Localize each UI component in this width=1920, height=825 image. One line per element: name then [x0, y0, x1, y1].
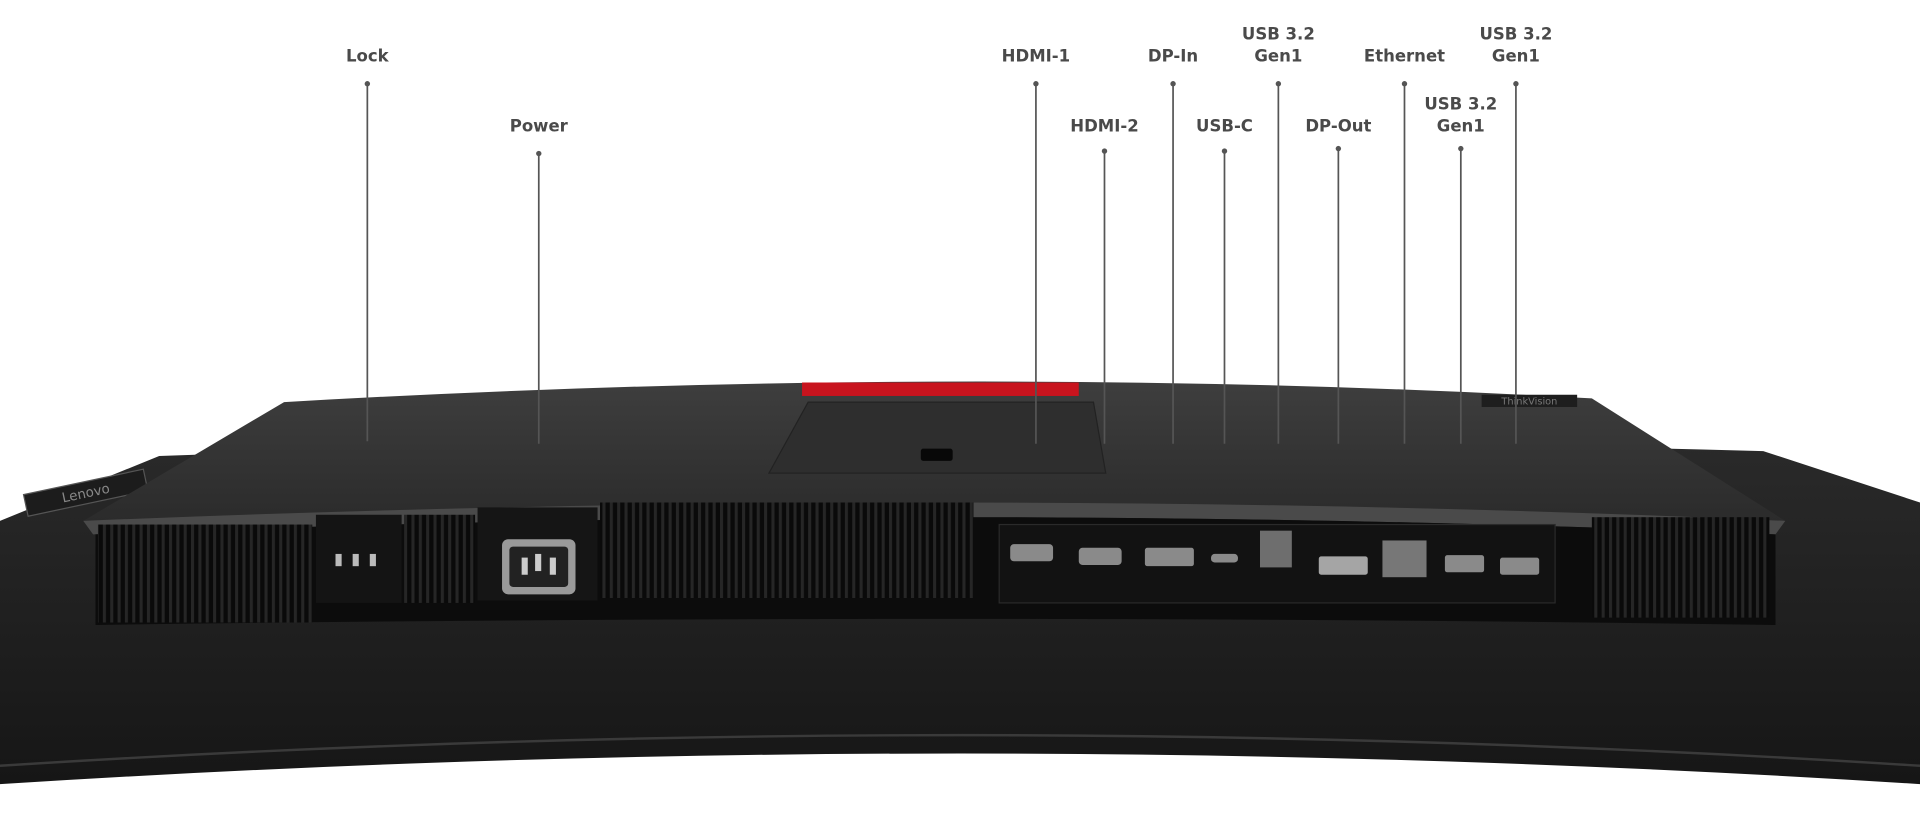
callout-label: Ethernet — [1364, 47, 1445, 66]
usb-a-port-2[interactable] — [1500, 557, 1540, 575]
callout-label: USB 3.2 — [1242, 25, 1315, 44]
callout-label: Gen1 — [1254, 47, 1302, 66]
vent-right — [1591, 517, 1770, 618]
vent-left — [97, 524, 313, 623]
usb-c-port[interactable] — [1211, 553, 1238, 563]
callout-power: Power — [510, 116, 569, 444]
callout-usb-3-2-gen1-a: USB 3.2 Gen1 — [1242, 25, 1315, 444]
hdmi-1-port[interactable] — [1010, 544, 1054, 562]
callout-label: Gen1 — [1437, 116, 1485, 135]
ethernet-port[interactable] — [1382, 540, 1427, 578]
callout-lock: Lock — [346, 47, 390, 442]
dp-in-port[interactable] — [1144, 547, 1194, 567]
usb-a-port-1[interactable] — [1444, 555, 1485, 573]
callout-dp-in: DP-In — [1148, 47, 1198, 444]
callout-label: Gen1 — [1492, 47, 1540, 66]
hdmi-2-port[interactable] — [1078, 547, 1122, 565]
callout-label: DP-In — [1148, 47, 1198, 66]
dp-out-port[interactable] — [1318, 556, 1368, 575]
callout-dp-out: DP-Out — [1305, 116, 1372, 444]
usb-b-port[interactable] — [1260, 530, 1292, 568]
red-accent-strip — [802, 382, 1079, 396]
lenovo-logo: Lenovo — [22, 468, 149, 517]
callout-ethernet: Ethernet — [1364, 47, 1445, 444]
callout-hdmi-2: HDMI-2 — [1070, 116, 1139, 444]
callout-label: USB-C — [1196, 116, 1253, 135]
callout-usb-3-2-gen1-b: USB 3.2 Gen1 — [1424, 94, 1497, 444]
thinkvision-logo: ThinkVision — [1481, 394, 1578, 408]
release-button[interactable] — [920, 448, 953, 461]
stand-base-edge — [0, 733, 1920, 767]
power-socket[interactable] — [477, 507, 598, 601]
callout-label: DP-Out — [1305, 116, 1371, 135]
callout-label: HDMI-1 — [1002, 47, 1070, 66]
callout-label: USB 3.2 — [1479, 25, 1552, 44]
callout-label: HDMI-2 — [1070, 116, 1138, 135]
stand-cover-panel — [767, 401, 1107, 474]
callout-usb-3-2-gen1-c: USB 3.2 Gen1 — [1479, 25, 1552, 444]
callout-label: USB 3.2 — [1424, 94, 1497, 113]
callout-label: Power — [510, 116, 569, 135]
svg-text:ThinkVision: ThinkVision — [1500, 397, 1557, 408]
callout-label: Lock — [346, 47, 390, 66]
vent-center — [600, 502, 974, 599]
kensington-lock-slot[interactable] — [315, 514, 402, 603]
vent-left-2 — [404, 514, 476, 603]
callout-usb-c: USB-C — [1196, 116, 1253, 444]
callout-hdmi-1: HDMI-1 — [1002, 47, 1070, 444]
